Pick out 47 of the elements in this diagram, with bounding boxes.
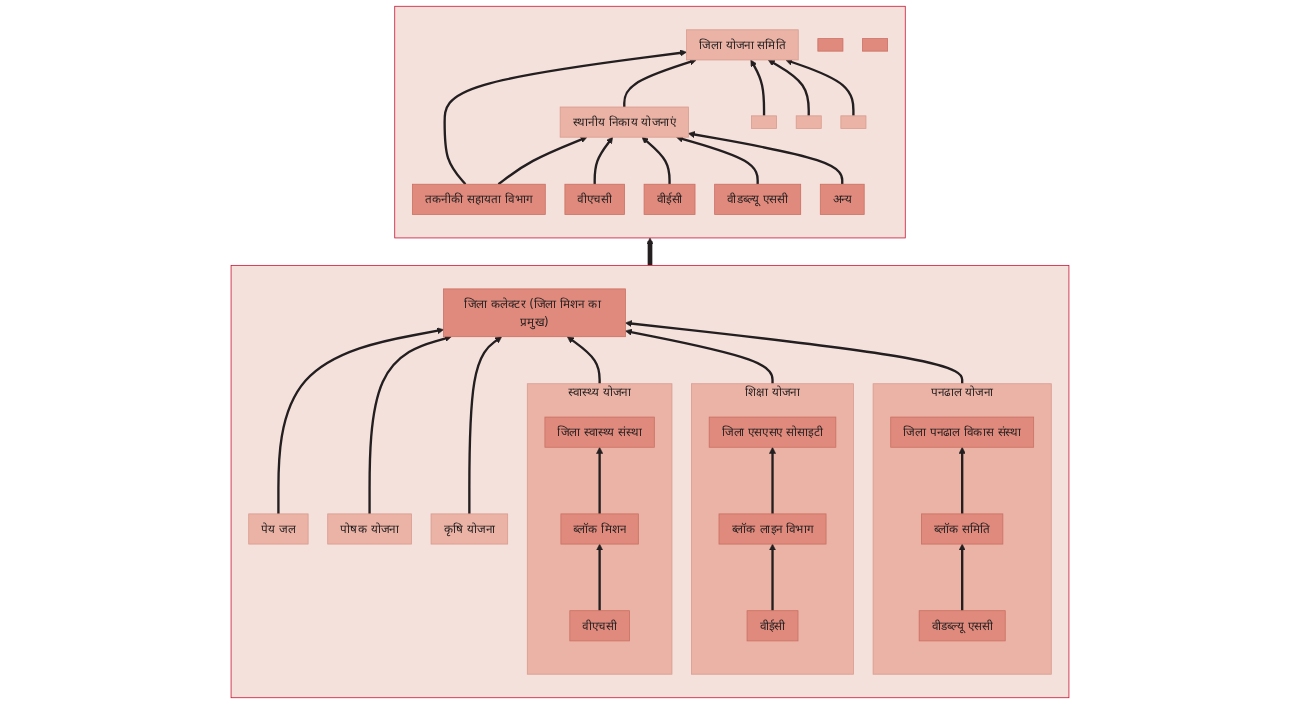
node-box: ब्लॉक मिशन [560, 513, 639, 545]
node-box [862, 38, 888, 52]
node-box: स्थानीय निकाय योजनाएं [559, 106, 689, 138]
node-box: अन्य [819, 183, 865, 215]
arrow [750, 59, 766, 116]
arrow [625, 328, 774, 384]
arrow [368, 335, 452, 514]
arrow [497, 136, 588, 186]
node-box: वीएचसी [569, 610, 630, 642]
arrow [641, 136, 671, 185]
node-box: जिला कलेक्टर (जिला मिशन का प्रमुख) [443, 288, 626, 338]
node-box: वीईसी [643, 183, 696, 215]
arrow [468, 336, 502, 514]
node-box: ब्लॉक समिति [921, 513, 1004, 545]
arrow [593, 136, 614, 185]
node-box: वीडब्ल्यू एससी [918, 610, 1006, 642]
cluster [230, 265, 1070, 699]
node-box: वीएचसी [564, 183, 625, 215]
node-box: पेय जल [248, 513, 309, 545]
arrow [768, 59, 810, 116]
node-box [751, 115, 777, 129]
arrow [769, 446, 776, 514]
node-box: वीडब्ल्यू एससी [714, 183, 802, 215]
node-box: कृषि योजना [430, 513, 509, 545]
arrow [623, 58, 697, 107]
arrow [958, 446, 966, 514]
arrow [769, 543, 776, 611]
arrow [646, 237, 654, 266]
node-box: तकनीकी सहायता विभाग [412, 183, 546, 215]
arrow [596, 543, 604, 611]
node-box: पोषक योजना [327, 513, 412, 545]
arrow [277, 327, 444, 514]
node-box [840, 115, 867, 129]
arrow [958, 543, 966, 611]
node-box: जिला एसएसए सोसाइटी [708, 416, 837, 448]
arrow [785, 58, 855, 116]
node-box [817, 38, 844, 52]
arrow [688, 131, 844, 185]
node-box: वीईसी [746, 610, 799, 642]
node-box: जिला योजना समिति [686, 29, 799, 61]
arrow [567, 336, 601, 384]
arrow [596, 446, 604, 514]
node-box [795, 115, 822, 129]
node-box: जिला स्वास्थ्य संस्था [544, 416, 655, 448]
cluster [394, 5, 906, 239]
node-box: जिला पनढाल विकास संस्था [890, 416, 1035, 448]
node-box: ब्लॉक लाइन विभाग [718, 513, 827, 545]
